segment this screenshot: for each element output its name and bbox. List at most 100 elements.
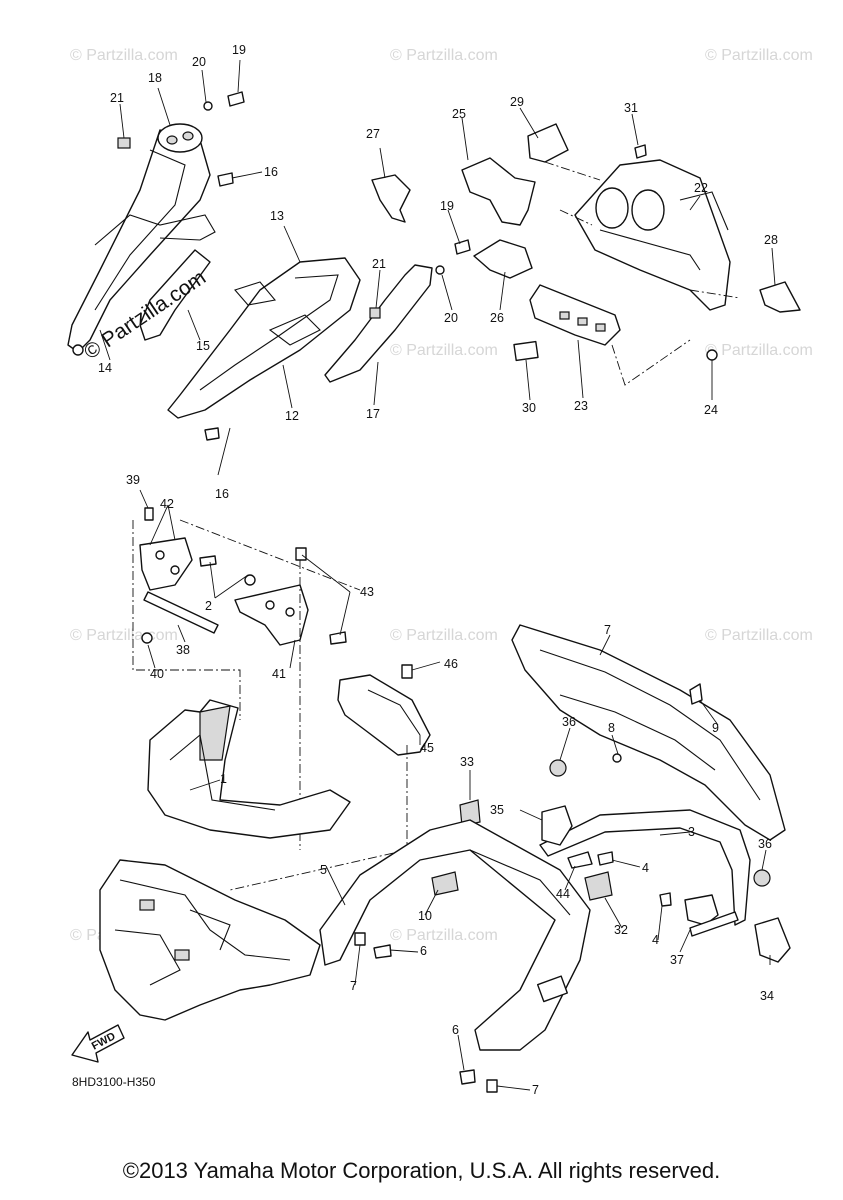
part-20-washer [203,101,213,111]
watermark: © Partzilla.com [70,627,178,644]
callout-36-b: 36 [758,837,772,851]
callout-14: 14 [98,361,112,375]
watermark: © Partzilla.com [70,47,178,64]
part-41-nut [141,632,153,644]
callout-13: 13 [270,209,284,223]
part-4-bolt [597,851,614,866]
part-25-seal [461,157,536,226]
callout-24: 24 [704,403,718,417]
callout-7-b: 7 [532,1083,539,1097]
callout-40: 39 [126,473,140,487]
callout-37: 37 [670,953,684,967]
part-36-grommet [753,869,771,887]
callout-1: 1 [220,772,227,786]
part-30-pad [513,340,539,362]
callout-38: 44 [556,887,570,901]
leader-lines [99,59,776,1091]
callout-43: 42 [160,497,174,511]
callout-33: 33 [460,755,474,769]
part-33-grommet [459,799,481,827]
callout-29: 29 [510,95,524,109]
callout-28: 28 [764,233,778,247]
part-31-bolt [634,144,647,159]
part-34-bracket [754,917,791,963]
callout-21: 21 [110,91,124,105]
callout-4-b: 4 [652,933,659,947]
callout-26: 26 [490,311,504,325]
watermark: © Partzilla.com [705,627,813,644]
frame-group [99,859,321,1021]
callout-15: 15 [196,339,210,353]
part-24-bolt [706,349,718,361]
part-29-seal [527,123,569,163]
callout-5: 5 [320,863,327,877]
callout-31: 31 [624,101,638,115]
part-16-bolt [217,172,234,187]
part-15-bracket [139,249,211,341]
part-8-pad [431,871,459,896]
callout-25: 25 [452,107,466,121]
copyright-text: ©2013 Yamaha Motor Corporation, U.S.A. A… [122,1158,721,1183]
part-19-bolt [227,91,245,107]
callout-7: 7 [350,979,357,993]
watermark: © Partzilla.com [390,627,498,644]
callout-12: 12 [285,409,299,423]
callout-18: 18 [148,71,162,85]
callout-35: 35 [490,803,504,817]
part-36-grommet [549,759,567,777]
callout-9: 7 [604,623,611,637]
part-40-bolt [144,507,154,521]
part-45-cover [337,674,431,756]
front-cowl-group [67,91,471,441]
part-4-bolt [659,892,672,907]
callout-4: 4 [642,861,649,875]
part-16-bolt [204,427,220,441]
part-43-bracket [139,537,193,591]
watermark: © Partzilla.com [705,342,813,359]
callout-16-lower: 16 [215,487,229,501]
callout-41: 40 [150,667,164,681]
callout-11: 9 [712,721,719,735]
callout-42: 41 [272,667,286,681]
watermark: © Partzilla.com [390,47,498,64]
callout-45: 45 [420,741,434,755]
part-1-guard [147,699,351,839]
callout-21-b: 21 [372,257,386,271]
callout-8: 10 [418,909,432,923]
part-32-grommet [584,871,613,901]
watermark: © Partzilla.com [705,47,813,64]
callout-19-b: 19 [440,199,454,213]
callout-labels: 16 21 18 20 19 16 13 15 14 12 17 21 20 1… [98,43,778,1097]
part-46-bolt [401,664,413,679]
callout-46: 46 [444,657,458,671]
part-3-bar [539,809,751,926]
callout-30: 30 [522,401,536,415]
part-11-rivet [689,683,703,705]
part-19-bolt [454,239,471,255]
part-20-washer [435,265,445,275]
callout-27: 27 [366,127,380,141]
watermark: © Partzilla.com [390,927,498,944]
callout-2: 2 [205,599,212,613]
part-23-bracket [529,284,621,346]
part-28-seal [759,281,801,313]
callout-23: 23 [574,399,588,413]
fwd-arrow-icon: FWD [71,1024,125,1063]
part-26-seal [473,239,533,279]
callout-6-b: 6 [452,1023,459,1037]
diagram-code: 8HD3100-H350 [72,1075,156,1089]
frame [99,859,321,1021]
callout-17: 17 [366,407,380,421]
meter-housing-group [371,123,801,386]
bumper-group [319,624,791,1093]
part-21-clip [117,137,131,149]
part-42-bracket [234,584,309,646]
part-5-guard [319,819,591,1051]
callout-39: 38 [176,643,190,657]
callout-3: 3 [688,825,695,839]
part-17-panel [324,264,433,383]
part-27-seal [371,174,411,223]
watermark: © Partzilla.com [390,342,498,359]
part-18-duct [157,123,203,153]
